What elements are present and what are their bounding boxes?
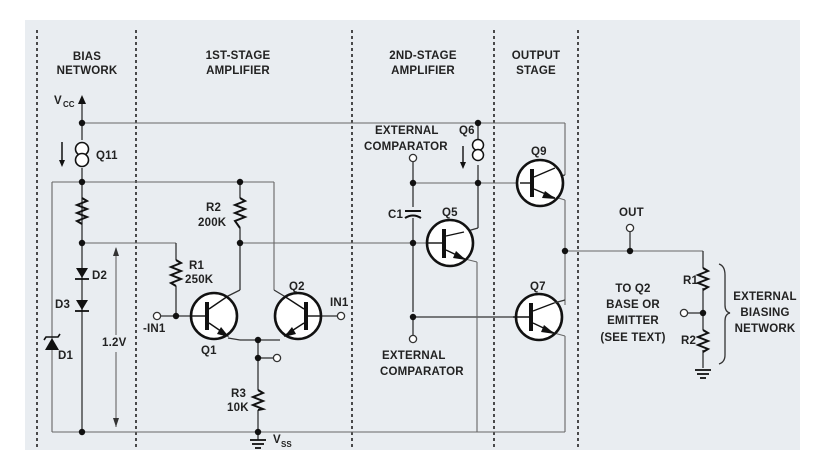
voltage-label: 1.2V — [102, 337, 127, 349]
header-output-1: OUTPUT — [512, 50, 560, 62]
transistor-q9: Q9 — [515, 146, 565, 208]
transistor-q7: Q7 — [513, 281, 566, 342]
header-stage2-2: AMPLIFIER — [391, 65, 455, 77]
transistor-q1: Q1 — [189, 289, 241, 357]
ext-comp-bottom-1: EXTERNAL — [382, 350, 446, 362]
vcc-subscript: CC — [63, 100, 75, 109]
c1-label: C1 — [388, 209, 404, 221]
ext-bias-line-2: BIASING — [740, 307, 789, 319]
header-bias-1: BIAS — [73, 51, 101, 63]
r3-value: 10K — [227, 402, 249, 414]
current-arrow-icon — [460, 162, 466, 169]
q7-label: Q7 — [530, 281, 546, 293]
in-plus-label: IN1 — [330, 297, 349, 309]
r2-value: 200K — [198, 217, 227, 229]
d2-label: D2 — [92, 270, 107, 282]
resistor-r2: R2 200K — [198, 197, 248, 229]
ext-r1-label: R1 — [683, 275, 699, 287]
vcc-symbol: V CC — [54, 95, 86, 109]
external-ground — [695, 369, 711, 379]
diode-d2: D2 — [75, 268, 107, 282]
q1-label: Q1 — [201, 345, 217, 357]
vss-label: V — [273, 434, 281, 446]
r1-value: 250K — [185, 274, 214, 286]
ext-comp-bottom-2: COMPARATOR — [380, 366, 464, 378]
vss-subscript: SS — [281, 440, 292, 449]
bias-resistor — [74, 197, 90, 225]
ext-comparator-top-terminal[interactable] — [408, 153, 418, 163]
vcc-arrow-icon — [78, 95, 86, 104]
header-stage1-1: 1ST-STAGE — [206, 50, 271, 62]
q9-label: Q9 — [531, 146, 547, 158]
section-dividers — [36, 30, 579, 450]
r3-label: R3 — [231, 388, 246, 400]
r1-label: R1 — [189, 260, 205, 272]
q6-label: Q6 — [459, 125, 475, 137]
out-terminal[interactable] — [625, 223, 635, 233]
capacitor-c1: C1 — [388, 209, 422, 221]
diode-d3: D3 — [55, 299, 89, 312]
to-q2-terminal[interactable] — [679, 308, 689, 318]
header-bias-2: NETWORK — [57, 65, 118, 77]
brace-icon — [718, 263, 731, 365]
emitter-terminal[interactable] — [272, 353, 282, 363]
to-q2-line-3: EMITTER — [607, 315, 659, 327]
q6-current-source: Q6 — [459, 125, 485, 169]
ext-bias-line-1: EXTERNAL — [733, 291, 797, 303]
in-minus-label: -IN1 — [143, 323, 166, 335]
in-plus-terminal[interactable] — [336, 311, 346, 321]
header-stage2-1: 2ND-STAGE — [389, 50, 457, 62]
ext-comparator-bottom-terminal[interactable] — [408, 334, 418, 344]
resistor-r1: R1 250K — [168, 259, 214, 287]
header-stage1-2: AMPLIFIER — [206, 65, 270, 77]
to-q2-line-4: (SEE TEXT) — [600, 332, 665, 344]
d1-label: D1 — [58, 350, 74, 362]
zener-diode-d1: D1 — [43, 333, 74, 362]
transistor-q2: Q2 — [273, 281, 323, 341]
out-label: OUT — [619, 207, 644, 219]
in-minus-terminal[interactable] — [152, 311, 162, 321]
ext-comp-top-2: COMPARATOR — [364, 141, 448, 153]
header-output-2: STAGE — [516, 65, 556, 77]
r2-label: R2 — [206, 202, 221, 214]
to-q2-line-2: BASE OR — [606, 299, 660, 311]
resistor-r3: R3 10K — [227, 388, 267, 414]
to-q2-line-1: TO Q2 — [615, 283, 650, 295]
q11-label: Q11 — [96, 150, 118, 162]
ext-comp-top-1: EXTERNAL — [375, 125, 439, 137]
external-resistor-r1: R1 — [683, 267, 711, 291]
q2-label: Q2 — [289, 281, 305, 293]
current-arrow-icon — [59, 160, 65, 167]
ext-r2-label: R2 — [681, 335, 696, 347]
external-resistor-r2: R2 — [681, 329, 711, 353]
d3-label: D3 — [55, 299, 70, 311]
transistor-q5: Q5 — [425, 207, 475, 268]
vcc-label: V — [54, 95, 62, 107]
junction-dots — [78, 119, 707, 436]
ext-bias-line-3: NETWORK — [735, 323, 796, 335]
vss-ground: V SS — [250, 434, 292, 449]
wires — [51, 103, 704, 440]
q11-current-source: Q11 — [59, 141, 118, 168]
q5-label: Q5 — [442, 207, 458, 219]
voltage-span-arrow: 1.2V — [102, 247, 127, 427]
